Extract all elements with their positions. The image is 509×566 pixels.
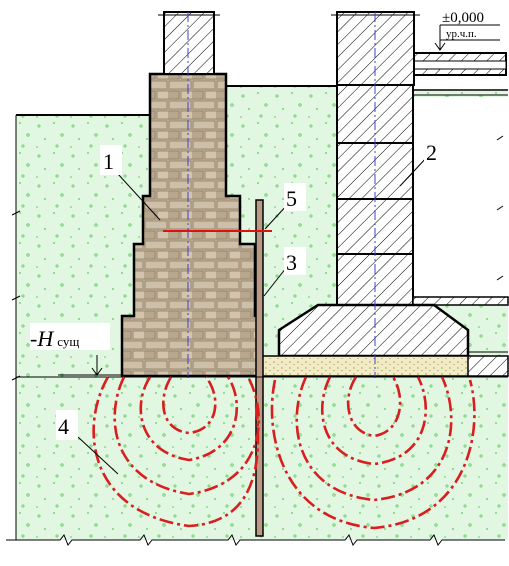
stress-bulbs-existing xyxy=(92,376,260,528)
break-mark xyxy=(496,275,504,281)
label-bg-2 xyxy=(424,136,446,164)
break-mark xyxy=(496,205,504,211)
label-bg-1 xyxy=(100,145,122,175)
wall-block xyxy=(336,253,414,306)
bottom-break-line xyxy=(6,534,505,546)
leader-line-1 xyxy=(117,173,161,221)
label-1: 1 xyxy=(103,149,114,174)
existing-wall xyxy=(163,11,215,75)
basement-slab xyxy=(467,355,509,377)
label-3: 3 xyxy=(286,250,297,275)
stress-bulbs-new xyxy=(270,376,476,530)
depth-prefix: - xyxy=(30,326,37,351)
leader-line-4 xyxy=(77,436,119,475)
level-caption: ур.ч.п. xyxy=(446,28,477,40)
wall-block xyxy=(336,84,414,144)
basement-space xyxy=(413,97,508,297)
sand-cushion xyxy=(261,355,470,377)
leader-line-2 xyxy=(399,155,429,187)
label-bg-4 xyxy=(56,410,78,440)
label-bg-5 xyxy=(284,183,306,211)
level-value: ±0,000 xyxy=(442,10,484,26)
depth-symbol: H xyxy=(36,326,54,351)
label-5: 5 xyxy=(286,186,297,211)
label-2: 2 xyxy=(426,140,437,165)
leader-line-3 xyxy=(263,267,287,297)
break-mark xyxy=(496,135,504,141)
basement-floor xyxy=(412,296,509,306)
sheet-pile xyxy=(255,199,264,537)
new-footing xyxy=(277,303,470,358)
depth-subscript: сущ xyxy=(57,334,79,349)
level-mark: ±0,000 ур.ч.п. xyxy=(434,10,500,51)
wall-block xyxy=(336,198,414,255)
label-bg-3 xyxy=(284,247,306,275)
label-4: 4 xyxy=(58,414,69,439)
